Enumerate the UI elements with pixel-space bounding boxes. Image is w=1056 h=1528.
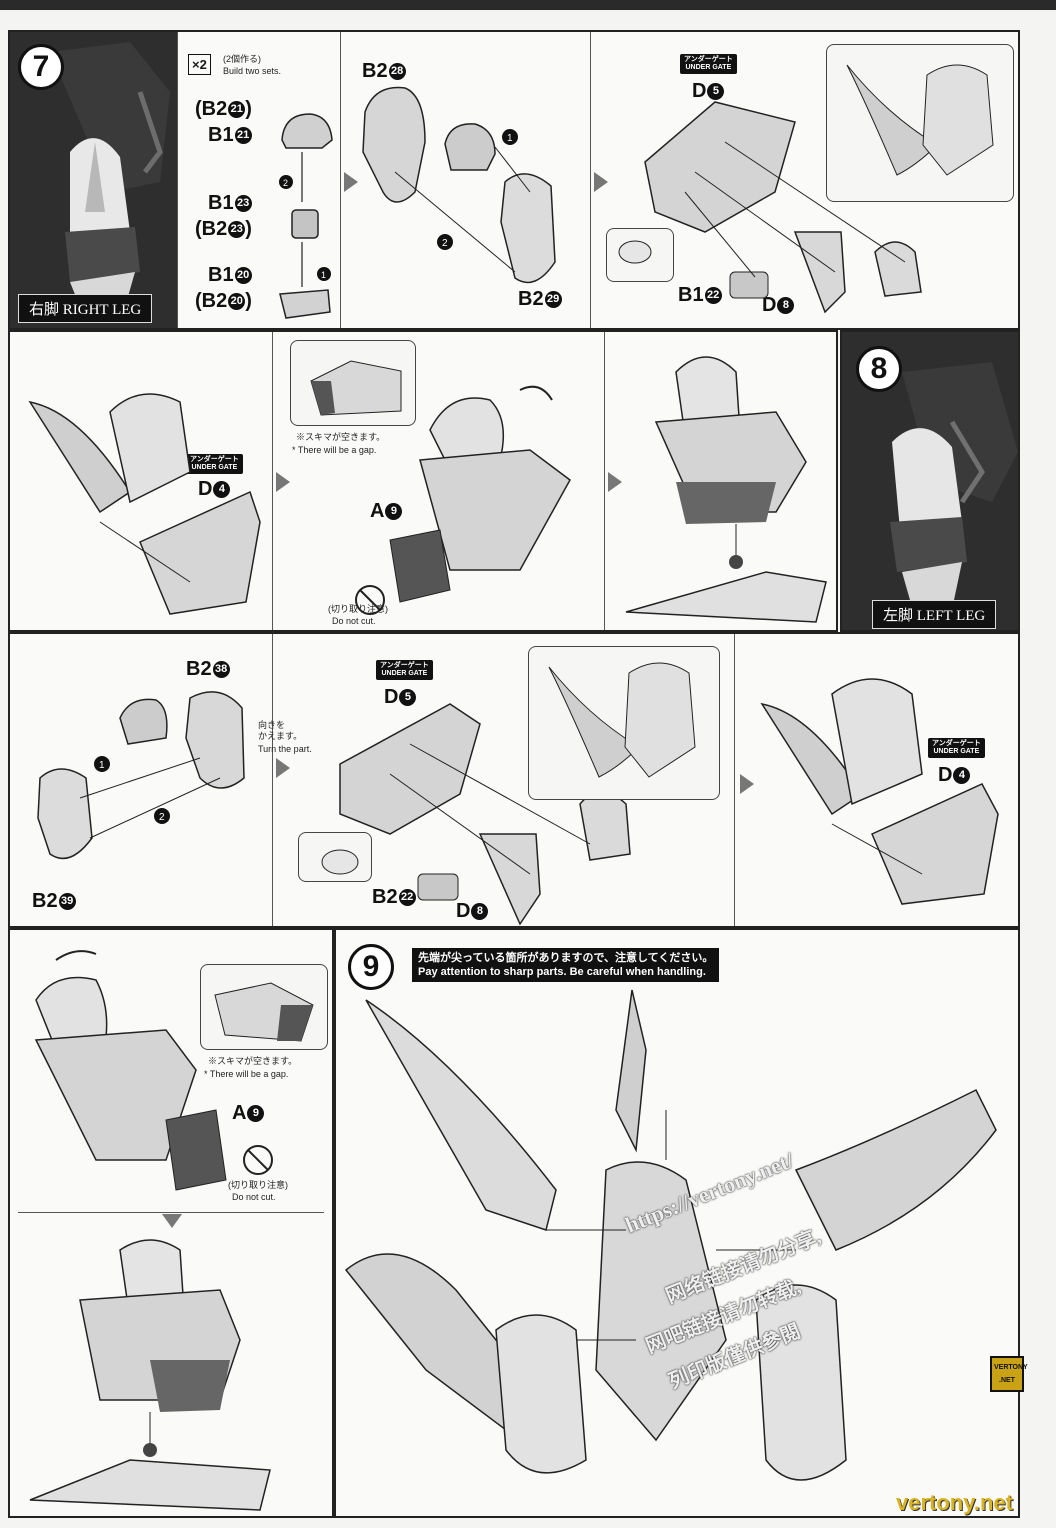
- gap-inset: [200, 964, 328, 1050]
- svg-text:2: 2: [442, 238, 448, 249]
- step-arrow: [162, 1214, 182, 1228]
- gap-note-jp: ※スキマが空きます。: [208, 1056, 297, 1067]
- step-number: 9: [348, 944, 394, 990]
- svg-text:2: 2: [283, 178, 288, 188]
- banner-jp: 左脚: [883, 608, 913, 624]
- right-leg-banner: 右脚 RIGHT LEG: [18, 294, 152, 323]
- svg-text:1: 1: [99, 760, 105, 771]
- detail-inset: [826, 44, 1014, 202]
- do-not-cut-icon: [238, 1140, 278, 1180]
- svg-text:1: 1: [507, 133, 513, 144]
- donotcut-jp: (切り取り注意): [328, 604, 388, 615]
- svg-text:2: 2: [159, 812, 165, 823]
- step9-panel: 9 先端が尖っている箇所がありますので、注意してください。 Pay attent…: [334, 928, 1020, 1518]
- left-shin-subassembly-art: 1 2: [20, 678, 270, 908]
- divider: [590, 32, 591, 328]
- site-badge: VERTONY .NET: [990, 1356, 1024, 1392]
- top-bar: [0, 0, 1056, 10]
- donotcut-en: Do not cut.: [232, 1192, 276, 1203]
- final-assembly-art: [336, 990, 1016, 1510]
- step-number: 7: [18, 44, 64, 90]
- divider: [340, 32, 341, 328]
- build-en: Build two sets.: [223, 66, 281, 77]
- left-leg-banner: 左脚 LEFT LEG: [872, 600, 996, 629]
- banner-en: RIGHT LEG: [63, 302, 141, 318]
- step-number: 8: [856, 346, 902, 392]
- left-attach-foot-art: [20, 1230, 280, 1510]
- attach-foot-art: [616, 342, 836, 622]
- leg-attach-armor-art: [20, 352, 270, 622]
- divider: [604, 332, 605, 630]
- x2-mark: ×2: [188, 54, 211, 75]
- svg-text:1: 1: [321, 270, 326, 280]
- attach-foot-guard-art: [290, 350, 600, 630]
- sharp-parts-warning: 先端が尖っている箇所がありますので、注意してください。 Pay attentio…: [412, 948, 719, 982]
- turn-jp: 向きを かえます。: [258, 720, 302, 742]
- banner-en: LEFT LEG: [917, 608, 985, 624]
- step-arrow: [276, 472, 290, 492]
- build-jp: (2個作る): [223, 54, 261, 65]
- left-leg-attach-armor-art: [752, 654, 1012, 914]
- donotcut-en: Do not cut.: [332, 616, 376, 627]
- divider: [272, 634, 273, 926]
- step-arrow: [276, 758, 290, 778]
- banner-jp: 右脚: [29, 302, 59, 318]
- step7-photo: 7 右脚 RIGHT LEG: [10, 32, 177, 328]
- knee-subassembly-art: 2 1: [272, 102, 342, 332]
- donotcut-jp: (切り取り注意): [228, 1180, 288, 1191]
- left-attach-foot-guard-art: [16, 940, 216, 1200]
- detail-inset: [528, 646, 720, 800]
- step8-photo: 8 左脚 LEFT LEG: [840, 330, 1020, 632]
- divider: [734, 634, 735, 926]
- divider: [177, 32, 178, 328]
- step7-panel: 7 右脚 RIGHT LEG ×2 (2個作る) Build two sets.…: [8, 30, 1020, 330]
- footer-watermark: vertony.net: [896, 1490, 1013, 1516]
- divider: [18, 1212, 324, 1213]
- divider: [272, 332, 273, 630]
- gap-note-en: * There will be a gap.: [204, 1069, 288, 1080]
- shin-subassembly-art: 1 2: [355, 82, 575, 312]
